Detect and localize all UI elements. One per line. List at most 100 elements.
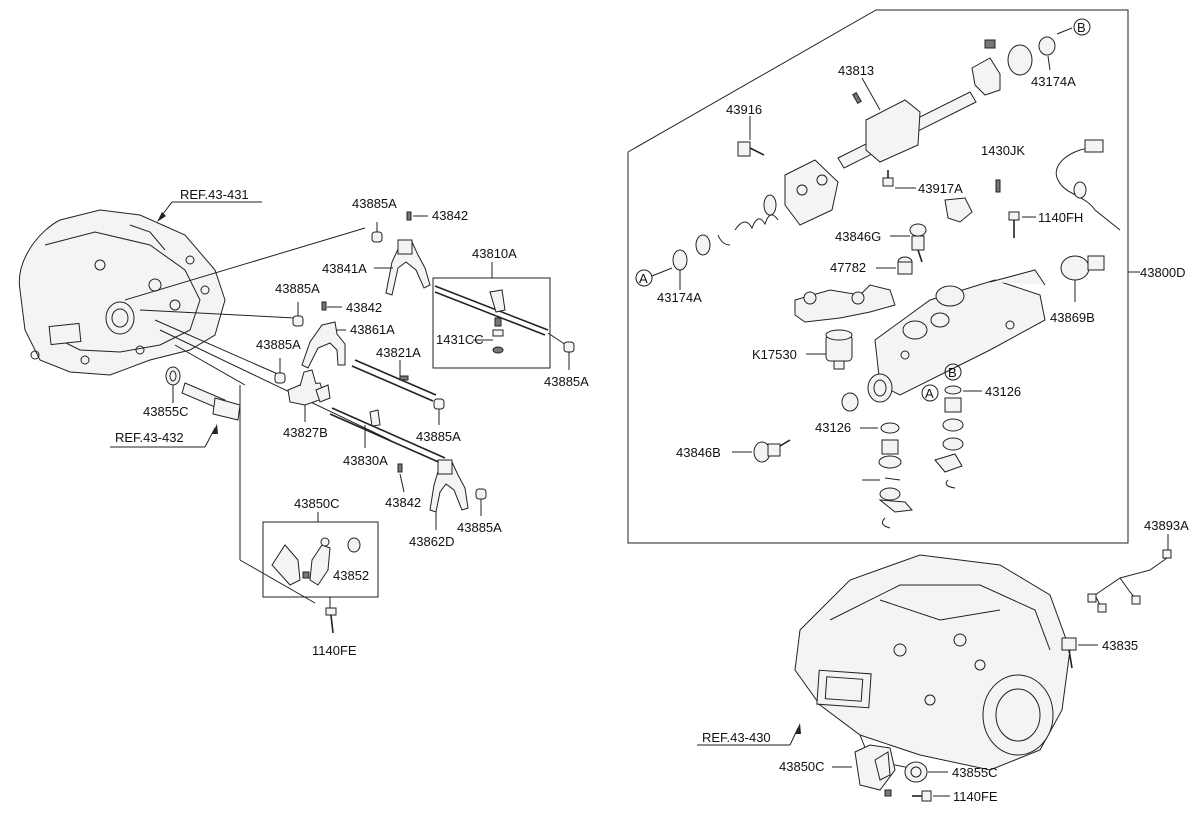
speed-sensor-cable (1055, 139, 1121, 231)
label-43846g: 43846G (835, 229, 881, 244)
label-43885a-1: 43885A (352, 196, 397, 211)
lever-bracket-43850c-left (271, 537, 361, 586)
label-43916: 43916 (726, 102, 762, 117)
lever-bracket-43850c-right (854, 744, 896, 797)
bolt-1140fe-left (325, 597, 337, 634)
label-1431cc: 1431CC (436, 332, 484, 347)
ref-43-431-label: REF.43-431 (180, 187, 249, 202)
bolt-1140fe-right (912, 790, 932, 802)
shift-rail-43830a (329, 407, 446, 465)
transaxle-case-right (794, 554, 1071, 771)
seal-43855c-left (165, 366, 181, 386)
label-43842-1: 43842 (432, 208, 468, 223)
label-43842-2: 43842 (346, 300, 382, 315)
label-43835: 43835 (1102, 638, 1138, 653)
label-43885a-5: 43885A (256, 337, 301, 352)
spring-and-seal (695, 194, 779, 256)
control-housing (867, 269, 1046, 403)
label-47782: 47782 (830, 260, 866, 275)
bolt-43835 (1061, 637, 1077, 669)
shift-fork-43861a (301, 321, 346, 369)
shift-rail-43821a (351, 359, 437, 402)
plug-43885a-5 (274, 372, 286, 384)
switch-43846g (909, 223, 927, 263)
pin-43842-2 (321, 301, 327, 311)
label-43846b: 43846B (676, 445, 721, 460)
switch-43846b (753, 439, 791, 463)
plug-43885a-6 (475, 488, 487, 500)
label-43885a-6: 43885A (457, 520, 502, 535)
select-shaft-tube (181, 382, 241, 421)
pin-43842-3 (397, 463, 403, 473)
label-43800d: 43800D (1140, 265, 1186, 280)
label-43855c-right: 43855C (952, 765, 998, 780)
shift-fork-43841a (385, 239, 431, 296)
label-43885a-3: 43885A (275, 281, 320, 296)
label-43841a: 43841A (322, 261, 367, 276)
label-1140fh: 1140FH (1038, 210, 1083, 225)
label-43810a: 43810A (472, 246, 517, 261)
callout-b-top: B (1077, 20, 1086, 35)
callout-circle-b-mid (944, 363, 962, 381)
ref-43-430-label: REF.43-430 (702, 730, 771, 745)
label-43861a: 43861A (350, 322, 395, 337)
bolt-1140fh (1008, 211, 1020, 238)
shift-shaft-43813 (837, 91, 977, 169)
label-43830a: 43830A (343, 453, 388, 468)
label-43852: 43852 (333, 568, 369, 583)
box-43850c-left (262, 521, 379, 598)
seal-43855c-right (904, 761, 928, 783)
callout-a-mid: A (925, 386, 934, 401)
bolt-43916 (737, 141, 765, 157)
label-43893a: 43893A (1144, 518, 1189, 533)
label-43885a-2: 43885A (544, 374, 589, 389)
shift-lug-43827b (287, 369, 331, 406)
plug-47782 (897, 256, 913, 275)
plug-43885a-2 (563, 341, 575, 353)
label-43885a-4: 43885A (416, 429, 461, 444)
plug-43885a-4 (433, 398, 445, 410)
bolt-43917a (882, 170, 894, 187)
label-43917a: 43917A (918, 181, 963, 196)
selector-lever (794, 197, 973, 323)
label-43862d: 43862D (409, 534, 455, 549)
boot-43174a-top (971, 36, 1056, 96)
label-1140fe-right: 1140FE (953, 789, 998, 804)
label-43813: 43813 (838, 63, 874, 78)
label-43850c-left: 43850C (294, 496, 340, 511)
plug-43885a-3 (292, 315, 304, 327)
label-1140fe-left: 1140FE (312, 643, 357, 658)
label-43126-left: 43126 (815, 420, 851, 435)
pin-1430jk (995, 179, 1001, 193)
callout-circle-a-left (635, 269, 653, 287)
solenoid-k17530 (825, 329, 853, 370)
label-43126-right: 43126 (985, 384, 1021, 399)
label-43869b: 43869B (1050, 310, 1095, 325)
sensor-43869b (1060, 255, 1105, 281)
callout-a-left: A (639, 271, 648, 286)
assembly-frame-43800d (627, 9, 1129, 544)
boot-43174a-left (672, 249, 688, 271)
pin-43842-1 (406, 211, 412, 221)
label-k17530: K17530 (752, 347, 797, 362)
label-1430jk: 1430JK (981, 143, 1025, 158)
oring-left (841, 392, 859, 412)
seal-stack-right (934, 385, 964, 489)
callout-circle-b-top (1073, 18, 1091, 36)
callout-circle-a-mid (921, 384, 939, 402)
shift-fork-43862d (429, 459, 469, 513)
label-43842-3: 43842 (385, 495, 421, 510)
callout-b-mid: B (948, 365, 957, 380)
harness-43893a (1087, 549, 1172, 613)
label-43827b: 43827B (283, 425, 328, 440)
bracket-43916 (784, 159, 839, 226)
label-43174a-left: 43174A (657, 290, 702, 305)
plug-43885a-1 (371, 231, 383, 243)
oring-43126-left (880, 422, 900, 434)
label-43174a-top: 43174A (1031, 74, 1076, 89)
transaxle-case-left (18, 209, 226, 376)
label-43850c-right: 43850C (779, 759, 825, 774)
shift-rail-43810a (434, 285, 549, 354)
label-43855c-left: 43855C (143, 404, 189, 419)
